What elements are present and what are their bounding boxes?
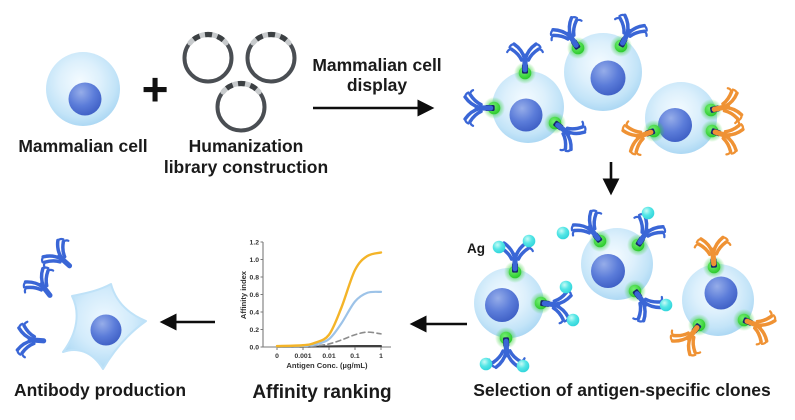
selection-label: Selection of antigen-specific clones — [473, 380, 771, 400]
humanization-label-line1: Humanization — [189, 136, 304, 156]
y-tick-label: 0.2 — [250, 327, 260, 334]
display-arrow-label-line1: Mammalian cell — [312, 55, 441, 75]
cell-nucleus — [590, 60, 626, 96]
chart-series-blue — [275, 290, 383, 348]
plus-sign: + — [142, 63, 169, 115]
cell-nucleus — [658, 108, 692, 142]
mammalian-cell — [46, 52, 120, 126]
antibody-icon-blue — [39, 235, 82, 279]
cell-nucleus — [704, 276, 738, 310]
humanization-library — [185, 35, 295, 131]
humanization-label-line2: library construction — [164, 157, 328, 177]
y-tick-label: 0.8 — [250, 275, 260, 282]
display-cell-3 — [621, 82, 745, 158]
antigen-dot — [566, 313, 580, 327]
affinity-chart: 0.0 0.2 0.4 0.6 0.8 1.0 1.2 0 0.001 0.01… — [239, 240, 391, 370]
chart-curves — [275, 251, 383, 348]
antibody-icon-blue — [17, 321, 45, 358]
x-axis-label: Antigen Conc. (µg/mL) — [286, 361, 368, 370]
affinity-ranking-label: Affinity ranking — [252, 382, 391, 403]
antibody-icon-blue — [507, 44, 543, 74]
selection-cell-1 — [474, 243, 572, 367]
antigen-dot — [516, 359, 530, 373]
y-tick-label: 0.4 — [250, 310, 260, 317]
y-tick-label: 1.0 — [250, 257, 260, 264]
mammalian-cell-label: Mammalian cell — [18, 136, 147, 156]
antigen-dot — [522, 234, 536, 248]
antibody-icon-blue — [20, 264, 64, 306]
x-tick-label: 0.1 — [350, 353, 360, 360]
display-cell-1 — [465, 44, 589, 155]
y-tick-labels: 0.0 0.2 0.4 0.6 0.8 1.0 1.2 — [250, 240, 260, 352]
x-tick-label: 0 — [275, 353, 279, 360]
antibody-icon-blue — [465, 90, 495, 126]
selection-cell-2 — [568, 207, 668, 325]
y-tick-label: 0.6 — [250, 292, 260, 299]
antigen-dot — [492, 240, 506, 254]
plasmid-icon — [218, 84, 265, 131]
cell-nucleus — [591, 254, 625, 288]
cell-nucleus — [485, 288, 519, 322]
y-axis-label: Affinity index — [239, 270, 248, 319]
antigen-dot — [479, 357, 493, 371]
x-tick-label: 0.01 — [322, 353, 335, 360]
plasmid-icon — [185, 35, 232, 82]
x-tick-label: 0.001 — [294, 353, 311, 360]
display-cell-2 — [547, 12, 650, 111]
cell-nucleus — [68, 82, 102, 116]
antigen-dot — [641, 206, 655, 220]
x-tick-labels: 0 0.001 0.01 0.1 1 — [275, 353, 383, 360]
plasmid-icon — [248, 35, 295, 82]
axis-ticks — [260, 241, 382, 350]
antigen-dot — [659, 298, 673, 312]
antigen-dot — [556, 226, 570, 240]
production-cell — [62, 283, 147, 370]
cell-nucleus — [90, 314, 122, 346]
ag-label: Ag — [467, 241, 485, 256]
antibody-icon-orange — [694, 237, 732, 268]
chart-series-orange — [275, 251, 383, 348]
y-tick-label: 1.2 — [250, 240, 260, 247]
selection-cell-3 — [667, 237, 777, 359]
cell-nucleus — [509, 98, 543, 132]
display-arrow-label-line2: display — [347, 75, 408, 95]
antibody-production-label: Antibody production — [14, 380, 186, 400]
x-tick-label: 1 — [379, 353, 383, 360]
antigen-dot — [559, 280, 573, 294]
y-tick-label: 0.0 — [250, 345, 260, 352]
